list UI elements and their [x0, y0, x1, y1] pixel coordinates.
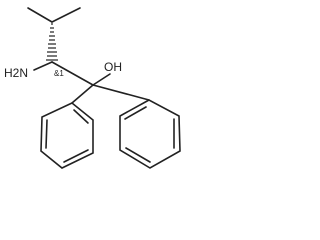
phenyl-ring-right — [119, 99, 181, 169]
bond-c-o — [92, 73, 111, 86]
atom-label-hydroxyl: OH — [104, 60, 122, 74]
bonds — [27, 7, 181, 169]
structure-canvas: H2N OH &1 — [4, 7, 181, 169]
bond-c-n — [33, 61, 53, 71]
stereo-label: &1 — [54, 69, 64, 78]
hashed-wedge-bond — [46, 23, 58, 61]
bond-c-c — [51, 61, 94, 86]
atom-label-amine: H2N — [4, 66, 28, 80]
bond-methyl-left — [27, 7, 53, 23]
bond-c-phenyl-left — [71, 84, 94, 104]
bond-methyl-right — [51, 7, 81, 23]
phenyl-ring-left — [40, 102, 94, 169]
bond-c-phenyl-right — [92, 84, 150, 101]
chemical-structure: H2N OH &1 — [4, 7, 181, 169]
